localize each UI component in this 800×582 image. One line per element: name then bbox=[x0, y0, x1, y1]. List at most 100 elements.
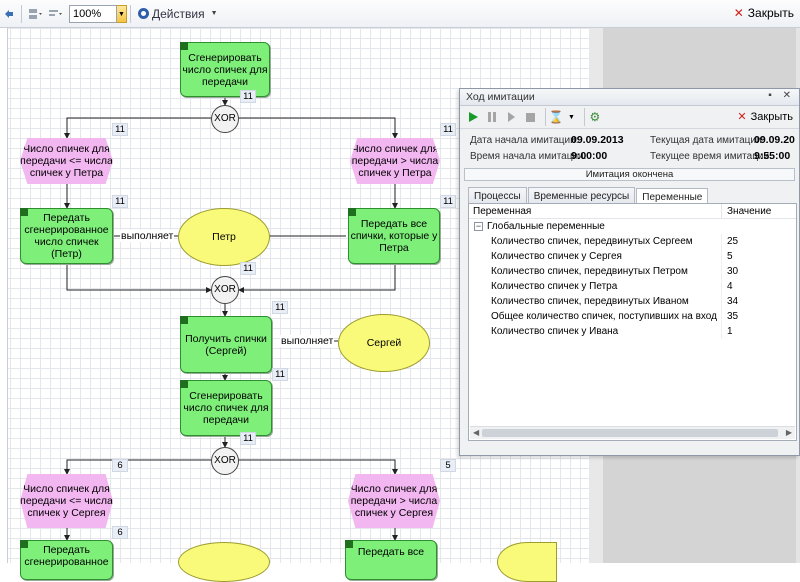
event-left-1[interactable]: Число спичек для передачи <= числа спиче… bbox=[20, 138, 113, 184]
panel-window-controls[interactable]: ▪ ✕ bbox=[768, 90, 795, 101]
event-right-2[interactable]: Число спичек для передачи > числа спичек… bbox=[348, 474, 440, 528]
scroll-left-icon[interactable]: ◀ bbox=[473, 428, 479, 437]
table-row[interactable]: Количество спичек у Петра 4 bbox=[469, 279, 796, 294]
column-header-variable[interactable]: Переменная bbox=[473, 206, 531, 217]
table-row[interactable]: Количество спичек у Ивана 1 bbox=[469, 324, 796, 339]
play-button[interactable] bbox=[466, 110, 480, 124]
variable-name: Общее количество спичек, поступивших на … bbox=[491, 311, 717, 322]
count-badge: 11 bbox=[272, 301, 288, 314]
main-toolbar: 100% ▼ Действия ▼ ✕ Закрыть bbox=[0, 0, 800, 28]
function-transfer-all-sergey[interactable]: Передать все bbox=[345, 540, 437, 580]
close-icon: ✕ bbox=[734, 6, 744, 20]
actions-menu[interactable]: Действия ▼ bbox=[134, 3, 221, 25]
group-label: Глобальные переменные bbox=[487, 221, 605, 232]
variable-value: 25 bbox=[727, 236, 738, 247]
start-time-label: Время начала имитации: bbox=[470, 151, 586, 162]
simulation-info: Дата начала имитации: 09.09.2013 Время н… bbox=[460, 128, 799, 166]
count-badge: 11 bbox=[272, 368, 288, 381]
variable-name: Количество спичек у Ивана bbox=[491, 326, 618, 337]
table-row[interactable]: Количество спичек, передвинутых Иваном 3… bbox=[469, 294, 796, 309]
event-right-1[interactable]: Число спичек для передачи > числа спичек… bbox=[350, 138, 440, 184]
toolbar-divider bbox=[130, 5, 131, 23]
scroll-right-icon[interactable]: ▶ bbox=[786, 428, 792, 437]
table-row[interactable]: Количество спичек у Сергея 5 bbox=[469, 249, 796, 264]
step-icon bbox=[508, 112, 515, 122]
start-time-value: 9:00:00 bbox=[571, 150, 607, 162]
close-icon: ✕ bbox=[737, 110, 746, 123]
variable-name: Количество спичек, передвинутых Иваном bbox=[491, 296, 689, 307]
connector bbox=[238, 118, 395, 138]
variable-name: Количество спичек у Петра bbox=[491, 281, 617, 292]
chevron-down-icon[interactable]: ▼ bbox=[568, 114, 575, 121]
event-left-2[interactable]: Число спичек для передачи <= числа спиче… bbox=[20, 474, 113, 528]
variable-name: Количество спичек, передвинутых Петром bbox=[491, 266, 688, 277]
panel-close-button[interactable]: ✕ Закрыть bbox=[737, 110, 793, 123]
role-petr[interactable]: Петр bbox=[178, 208, 270, 266]
connector bbox=[238, 460, 395, 474]
function-transfer-all-petr[interactable]: Передать все спички, которые у Петра bbox=[348, 208, 440, 264]
count-badge: 11 bbox=[112, 123, 128, 136]
close-button[interactable]: ✕ Закрыть bbox=[734, 6, 794, 20]
function-transfer-sergey[interactable]: Передать сгенерированное bbox=[20, 540, 113, 580]
function-transfer-petr[interactable]: Передать сгенерированное число спичек (П… bbox=[20, 208, 113, 264]
step-button[interactable] bbox=[504, 110, 518, 124]
collapse-icon[interactable]: − bbox=[474, 222, 483, 231]
actions-icon bbox=[137, 7, 150, 20]
variable-value: 35 bbox=[727, 311, 738, 322]
xor-gateway-2[interactable]: XOR bbox=[211, 276, 239, 304]
toolbar-divider bbox=[21, 5, 22, 23]
function-receive-sergey[interactable]: Получить спички (Сергей) bbox=[180, 316, 272, 373]
count-badge: 5 bbox=[440, 459, 456, 472]
hourglass-icon: ⌛ bbox=[549, 110, 564, 124]
count-badge: 11 bbox=[440, 123, 456, 136]
variables-table: Переменная Значение − Глобальные перемен… bbox=[468, 203, 797, 441]
variable-value: 30 bbox=[727, 266, 738, 277]
count-badge: 6 bbox=[112, 526, 128, 539]
zoom-input[interactable]: 100% bbox=[69, 5, 117, 23]
connector bbox=[67, 460, 212, 474]
function-generate-2[interactable]: Сгенерировать число спичек для передачи bbox=[180, 380, 272, 436]
panel-close-label: Закрыть bbox=[751, 111, 793, 123]
pause-button[interactable] bbox=[485, 110, 499, 124]
toolbar-divider bbox=[545, 108, 546, 126]
table-row[interactable]: Количество спичек, передвинутых Сергеем … bbox=[469, 234, 796, 249]
panel-title: Ход имитации bbox=[466, 91, 535, 103]
toolbar-divider bbox=[584, 108, 585, 126]
start-date-value: 09.09.2013 bbox=[571, 134, 624, 146]
table-header: Переменная Значение bbox=[469, 204, 796, 219]
scrollbar-thumb[interactable] bbox=[482, 429, 778, 437]
table-row[interactable]: Общее количество спичек, поступивших на … bbox=[469, 309, 796, 324]
actions-label: Действия bbox=[152, 7, 205, 21]
gear-icon: ⚙ bbox=[590, 110, 601, 124]
role-sergey[interactable]: Сергей bbox=[338, 314, 430, 372]
table-row[interactable]: Количество спичек, передвинутых Петром 3… bbox=[469, 264, 796, 279]
close-label: Закрыть bbox=[748, 6, 794, 20]
group-row[interactable]: − Глобальные переменные bbox=[469, 219, 796, 234]
xor-gateway-1[interactable]: XOR bbox=[211, 105, 239, 133]
current-date-value: 09.09.20 bbox=[754, 134, 795, 146]
count-badge: 11 bbox=[112, 195, 128, 208]
speed-button[interactable]: ⌛ bbox=[549, 110, 563, 124]
role-partial-left[interactable] bbox=[178, 542, 270, 582]
role-partial-right[interactable] bbox=[497, 542, 557, 582]
panel-title-bar: Ход имитации ▪ ✕ bbox=[460, 89, 799, 106]
align-icon[interactable] bbox=[45, 3, 65, 25]
settings-button[interactable]: ⚙ bbox=[588, 110, 602, 124]
simulation-panel: Ход имитации ▪ ✕ ⌛ ▼ ⚙ ✕ Закрыть Дата на… bbox=[459, 88, 800, 456]
stop-button[interactable] bbox=[523, 110, 537, 124]
layout-icon[interactable] bbox=[25, 3, 45, 25]
xor-gateway-3[interactable]: XOR bbox=[211, 447, 239, 475]
undo-icon[interactable] bbox=[0, 3, 18, 25]
zoom-dropdown-button[interactable]: ▼ bbox=[117, 5, 127, 23]
count-badge: 11 bbox=[240, 432, 256, 445]
variable-name: Количество спичек, передвинутых Сергеем bbox=[491, 236, 693, 247]
stop-icon bbox=[526, 113, 535, 122]
performs-label: выполняет bbox=[280, 335, 334, 347]
pause-icon bbox=[488, 112, 496, 122]
count-badge: 11 bbox=[240, 90, 256, 103]
current-time-value: 9:55:00 bbox=[754, 150, 790, 162]
function-generate-1[interactable]: Сгенерировать число спичек для передачи bbox=[180, 42, 270, 97]
column-header-value[interactable]: Значение bbox=[727, 206, 771, 217]
play-icon bbox=[469, 112, 478, 122]
horizontal-scrollbar[interactable]: ◀ ▶ bbox=[470, 426, 795, 439]
